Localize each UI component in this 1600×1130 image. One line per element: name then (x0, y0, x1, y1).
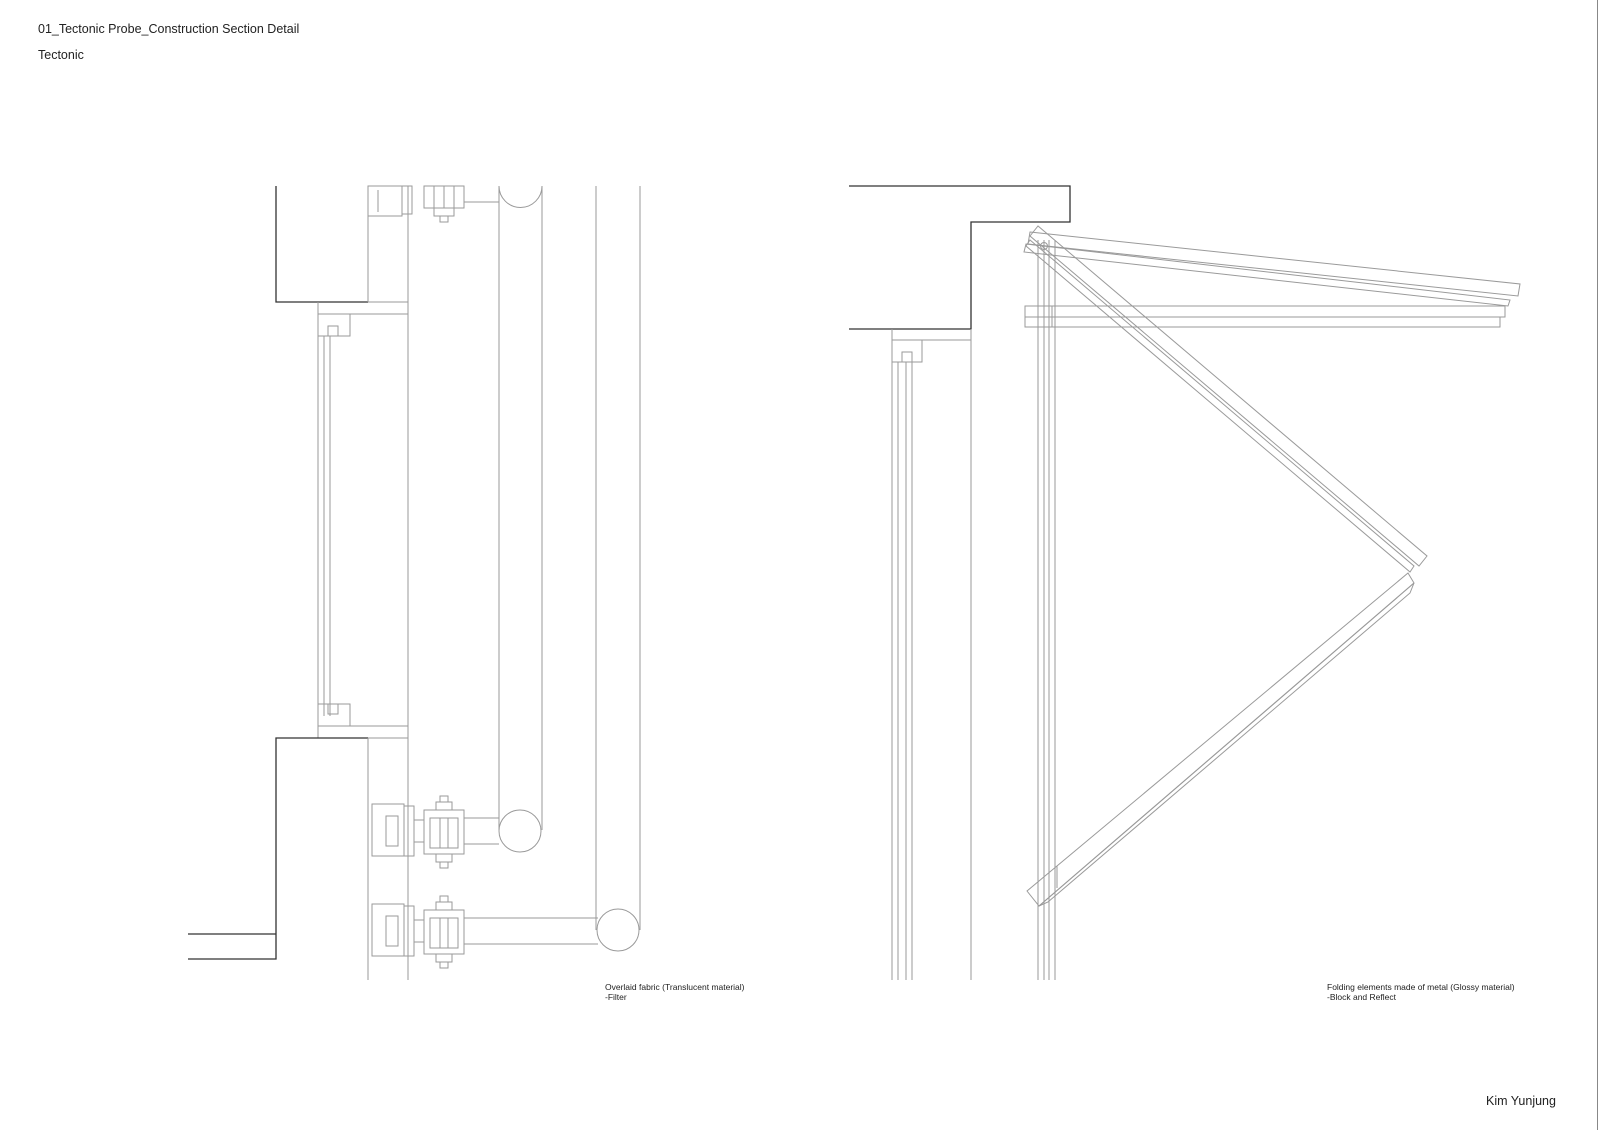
right-section-detail (849, 185, 1521, 980)
diagonal-fold-upper (1025, 225, 1428, 573)
folding-annotation: Folding elements made of metal (Glossy m… (1327, 982, 1515, 1002)
vertical-post (1037, 240, 1056, 980)
sheet-subtitle: Tectonic (38, 48, 84, 62)
bracket-top (367, 185, 499, 223)
sheet-border (1597, 0, 1598, 1130)
left-section-detail (188, 185, 641, 980)
diagonal-fold-lower (1026, 572, 1415, 907)
lower-slab (188, 737, 368, 960)
folding-annotation-line1: Folding elements made of metal (Glossy m… (1327, 982, 1515, 992)
upper-fold-panels (1023, 231, 1521, 307)
author-name: Kim Yunjung (1486, 1094, 1556, 1108)
window-frame (317, 302, 408, 738)
fabric-annotation-line1: Overlaid fabric (Translucent material) (605, 982, 745, 992)
window-mullion (891, 329, 972, 980)
stepped-slab (849, 185, 1071, 330)
folding-annotation-line2: -Block and Reflect (1327, 992, 1396, 1002)
fabric-outer-loop (595, 186, 641, 952)
bracket-bottom (371, 895, 598, 969)
fabric-annotation: Overlaid fabric (Translucent material) -… (605, 982, 745, 1002)
sheet-title: 01_Tectonic Probe_Construction Section D… (38, 22, 300, 36)
bracket-middle (371, 795, 499, 869)
fabric-annotation-line2: -Filter (605, 992, 627, 1002)
fabric-inner-loop (498, 185, 543, 853)
canopy-bars (1024, 305, 1506, 328)
upper-slab (275, 186, 368, 303)
